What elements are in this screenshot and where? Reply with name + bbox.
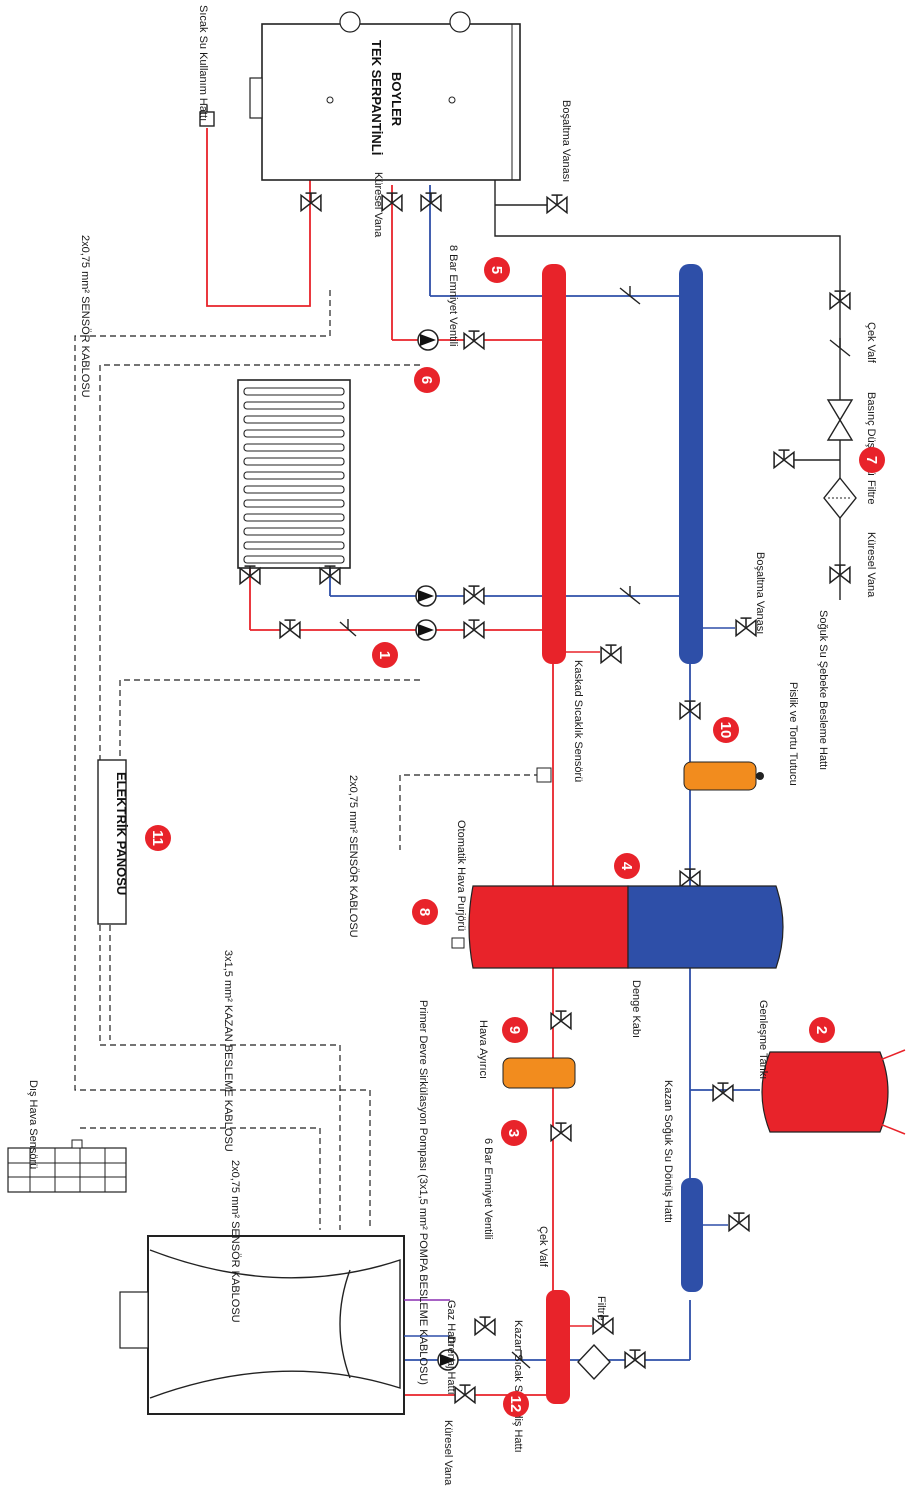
label-sensor-cable-bottom: 2x0,75 mm² SENSÖR KABLOSU <box>229 1160 241 1323</box>
expansion-valve <box>712 1082 734 1102</box>
badge-9: 9 <box>502 1017 528 1043</box>
dhw-pump <box>417 329 439 351</box>
dhw-outlet-valve <box>300 192 322 212</box>
buffer-tank <box>468 885 784 969</box>
badge-2: 2 <box>809 1017 835 1043</box>
hot-water-faucet-icon <box>199 105 215 127</box>
dhw-return-valve <box>420 192 442 212</box>
cascade-sensor-icon <box>536 767 552 783</box>
boiler-title-line1: TEK SERPANTİNLİ <box>369 40 384 155</box>
electric-panel-label: ELEKTRİK PANOSU <box>114 772 129 895</box>
radiator <box>237 379 351 569</box>
hot-manifold-drain <box>600 644 622 664</box>
boiler-filter-icon <box>577 1343 611 1381</box>
auto-air-vent-icon <box>451 937 465 949</box>
svg-text:8: 8 <box>416 908 433 916</box>
label-cascade-sensor: Kaskad Sıcaklık Sensörü <box>572 660 584 782</box>
cold-manifold-drain-valve <box>735 617 757 637</box>
label-ball-valve-right: Küresel Vana <box>865 532 877 598</box>
label-outdoor-sensor: Dış Hava Sensörü <box>27 1080 39 1169</box>
wall-boiler <box>119 1235 450 1415</box>
dhw-boiler-tank: TEK SERPANTİNLİ BOYLER <box>249 11 521 181</box>
outdoor-sensor <box>7 1139 127 1193</box>
badge-5: 5 <box>484 257 510 283</box>
label-gas-line: Gaz Hattı <box>445 1300 457 1346</box>
label-cold-mains: Soğuk Su Şebeke Besleme Hattı <box>817 610 829 770</box>
svg-text:10: 10 <box>717 722 734 739</box>
label-air-separator: Hava Ayırıcı <box>477 1020 489 1079</box>
heating-flow-valve <box>463 619 485 639</box>
pressure-reducer-icon <box>826 399 854 441</box>
label-auto-air-vent: Otomatik Hava Purjörü <box>455 820 467 931</box>
label-primary-pump: Primer Devre Sirkülasyon Pompası (3x1,5 … <box>417 1000 429 1385</box>
badge-10: 10 <box>713 717 739 743</box>
svg-text:1: 1 <box>376 651 393 659</box>
label-buffer-tank: Denge Kabı <box>630 980 642 1038</box>
boiler-title-line2: BOYLER <box>389 72 404 127</box>
badge-8: 8 <box>412 899 438 925</box>
svg-text:3: 3 <box>505 1129 522 1137</box>
heating-loop-valve <box>279 619 301 639</box>
label-filter-right: Filtre <box>865 480 877 504</box>
badge-4: 4 <box>614 853 640 879</box>
safety-valve-6bar-icon <box>474 1316 496 1336</box>
svg-text:11: 11 <box>149 830 166 846</box>
badge-12: 12 <box>503 1391 529 1417</box>
label-sensor-cable-mid: 2x0,75 mm² SENSÖR KABLOSU <box>347 775 359 938</box>
mains-check-valve-icon <box>829 338 851 357</box>
air-sep-upper-valve <box>550 1010 572 1030</box>
hot-flow-ball-valve <box>454 1384 476 1404</box>
label-drain-valve-top: Boşaltma Vanası <box>560 100 572 182</box>
heating-pump-b <box>415 619 437 641</box>
label-hot-water-use: Sıcak Su Kullanım Hattı <box>197 5 209 121</box>
svg-text:7: 7 <box>863 456 880 464</box>
dhw-drain-valve <box>546 194 568 214</box>
label-filter-left: Filtre <box>595 1296 607 1320</box>
cold-return-valve <box>624 1349 646 1369</box>
svg-text:9: 9 <box>506 1026 523 1034</box>
badge-6: 6 <box>414 367 440 393</box>
cold-return-drain <box>728 1212 750 1232</box>
svg-text:2: 2 <box>813 1026 830 1034</box>
label-sensor-cable-top: 2x0,75 mm² SENSÖR KABLOSU <box>79 235 91 398</box>
label-power-cable: 3x1,5 mm² KAZAN BESLEME KABLOSU <box>222 950 234 1152</box>
label-ball-valve-top: Küresel Vana <box>372 172 384 238</box>
label-drain-line: Drenaj Hattı <box>445 1336 457 1395</box>
air-sep-lower-valve <box>550 1122 572 1142</box>
cold-return-manifold <box>681 1178 703 1292</box>
label-check-valve-right: Çek Valf <box>865 322 877 364</box>
label-cold-return: Kazan Soğuk Su Dönüş Hattı <box>662 1080 674 1223</box>
dirt-separator <box>683 761 757 791</box>
heating-return-valve <box>463 585 485 605</box>
expansion-tank <box>761 1049 906 1135</box>
label-check-valve-left: Çek Valf <box>537 1226 549 1268</box>
label-expansion-tank: Genleşme Tankı <box>757 1000 769 1079</box>
hot-manifold <box>542 264 566 664</box>
cold-manifold <box>679 264 703 664</box>
badge-7: 7 <box>859 447 885 473</box>
label-drain-valve-mid: Boşaltma Vanası <box>754 552 766 634</box>
svg-text:5: 5 <box>488 266 505 274</box>
label-hot-flow: Kazan Sıcak Su Gidiş Hattı <box>512 1320 524 1453</box>
svg-text:4: 4 <box>618 862 635 871</box>
mains-branch-valve <box>773 449 795 469</box>
svg-text:6: 6 <box>418 376 435 384</box>
air-separator <box>502 1057 576 1089</box>
svg-text:12: 12 <box>507 1396 524 1413</box>
badge-11: 11 <box>145 825 171 851</box>
heating-pump-a <box>415 585 437 607</box>
label-dirt-separator: Pislik ve Tortu Tutucu <box>787 682 799 786</box>
badge-3: 3 <box>501 1120 527 1146</box>
dhw-loop-valve <box>463 330 485 350</box>
label-ball-valve-bottom: Küresel Vana <box>442 1420 454 1486</box>
label-safety-valve-6bar: 6 Bar Emniyet Ventili <box>482 1138 494 1240</box>
badge-1: 1 <box>372 642 398 668</box>
label-safety-valve-8bar: 8 Bar Emniyet Ventili <box>447 245 459 347</box>
hot-flow-manifold <box>546 1290 570 1404</box>
electric-panel: ELEKTRİK PANOSU <box>97 759 129 925</box>
